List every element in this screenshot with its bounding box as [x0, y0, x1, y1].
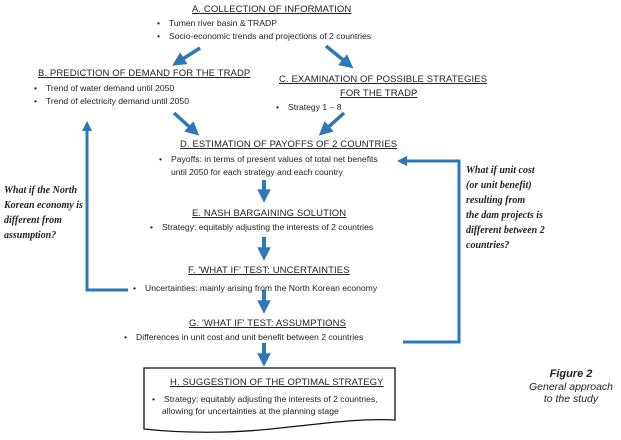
step-b-bullet-2: •Trend of electricity demand until 2050 — [34, 96, 189, 106]
arrow-a-to-c — [324, 44, 354, 69]
bullet-icon: • — [152, 394, 156, 404]
step-b-title: B. PREDICTION OF DEMAND FOR THE TRADP — [38, 68, 251, 79]
bullet-icon: • — [34, 83, 38, 93]
step-d-title: D. ESTIMATION OF PAYOFFS OF 2 COUNTRIES — [180, 139, 398, 150]
step-a-bullet-1: •Tumen river basin & TRADP — [157, 18, 277, 28]
feedback-arrow-f-to-b — [81, 120, 128, 292]
bullet-icon: • — [150, 222, 154, 232]
figure-caption: Figure 2 General approach to the study — [516, 368, 621, 405]
step-f-title: F. 'WHAT IF' TEST: UNCERTAINTIES — [188, 265, 350, 276]
figure-label: Figure 2 — [549, 368, 593, 380]
figure-caption-line2: to the study — [543, 393, 599, 405]
step-c-bullet-1: •Strategy 1 – 8 — [276, 102, 342, 112]
arrow-b-to-d — [172, 111, 200, 136]
step-h-box — [143, 367, 396, 433]
step-d-bullet-1-cont: until 2050 for each strategy and each co… — [171, 167, 343, 177]
step-a-title: A. COLLECTION OF INFORMATION — [192, 4, 352, 15]
left-question-note: What if the North Korean economy is diff… — [4, 185, 83, 241]
bullet-icon: • — [159, 154, 163, 164]
bullet-icon: • — [276, 102, 280, 112]
step-e-title: E. NASH BARGAINING SOLUTION — [192, 208, 347, 219]
feedback-arrow-g-to-d — [396, 155, 461, 344]
step-h-title: H. SUGGESTION OF THE OPTIMAL STRATEGY — [170, 377, 384, 388]
bullet-icon: • — [133, 283, 137, 293]
right-question-note: What if unit cost (or unit benefit) resu… — [466, 165, 545, 251]
step-b-bullet-1: •Trend of water demand until 2050 — [34, 83, 175, 93]
step-d-bullet-1: •Payoffs: in terms of present values of … — [159, 154, 378, 164]
step-h-bullet-1: •Strategy: equitably adjusting the inter… — [152, 394, 378, 404]
step-f-bullet-1: •Uncertainties: mainly arising from the … — [133, 283, 378, 293]
step-c-title-line2: FOR THE TRADP — [340, 88, 418, 99]
arrow-c-to-d — [318, 111, 346, 136]
step-c-title-line1: C. EXAMINATION OF POSSIBLE STRATEGIES — [279, 74, 488, 85]
bullet-icon: • — [34, 96, 38, 106]
step-e-bullet-1: •Strategy: equitably adjusting the inter… — [150, 222, 374, 232]
figure-caption-line1: General approach — [528, 381, 614, 393]
step-a-bullet-2: •Socio-economic trends and projections o… — [157, 31, 372, 41]
bullet-icon: • — [157, 18, 161, 28]
bullet-icon: • — [124, 332, 128, 342]
step-g-title: G. 'WHAT IF' TEST: ASSUMPTIONS — [189, 318, 347, 329]
step-g-bullet-1: •Differences in unit cost and unit benef… — [124, 332, 364, 342]
arrow-a-to-b — [172, 46, 201, 66]
bullet-icon: • — [157, 31, 161, 41]
step-h-bullet-1-cont: allowing for uncertainties at the planni… — [162, 406, 339, 416]
